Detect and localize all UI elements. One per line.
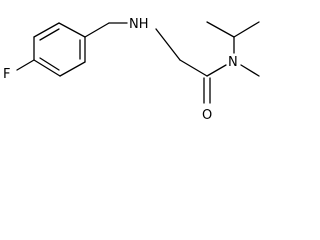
amide-nitrogen-label: N — [228, 55, 238, 70]
amine-nitrogen-label: NH — [129, 17, 149, 32]
ring-bond-2 — [33, 22, 60, 38]
ring-bond-6 — [33, 59, 61, 77]
amide-n-methyl-bond — [240, 64, 260, 77]
ring-double-bond-inner-1 — [39, 28, 60, 41]
nh-ch2-bond — [155, 28, 181, 61]
carbonyl-amide-n-bond — [206, 64, 227, 77]
ring-ch2-bond — [84, 22, 110, 38]
molecule-structure-diagram: F NH N O — [3, 17, 260, 123]
ring-bond-3 — [58, 22, 86, 38]
carbon-fluorine-bond — [16, 59, 35, 71]
isopropyl-branch-left — [206, 21, 235, 38]
ch2-carbonyl-bond — [179, 59, 208, 77]
ring-double-bond-inner-3 — [39, 57, 60, 71]
benzene-ring — [33, 22, 86, 77]
carbonyl-oxygen-label: O — [202, 108, 212, 123]
ring-bond-5 — [59, 61, 86, 77]
fluorine-label: F — [3, 67, 10, 82]
isopropyl-branch-right — [233, 21, 260, 38]
